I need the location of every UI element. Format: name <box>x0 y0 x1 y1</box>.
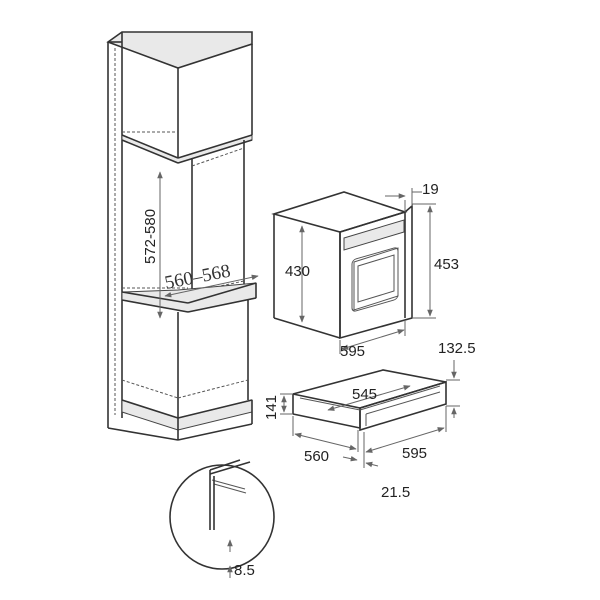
tall-cabinet <box>106 31 257 441</box>
niche-height-dimension: 572-580 <box>142 171 163 319</box>
detail-view: 8.5 <box>169 459 275 579</box>
oven-width-label: 595 <box>340 343 365 360</box>
drawer-width-label: 595 <box>402 445 427 462</box>
oven-height-label: 430 <box>285 263 310 280</box>
drawer-depth-label: 560 <box>304 448 329 465</box>
drawer-height-label: 141 <box>263 395 280 420</box>
oven-total-height-dimension: 453 <box>412 203 459 319</box>
drawer-width-dimension: 595 <box>365 406 447 462</box>
gap-label: 8.5 <box>234 562 255 579</box>
drawer-front-label: 21.5 <box>381 484 410 501</box>
front-depth-label: 19 <box>422 181 439 198</box>
drawer-inner-width-label: 545 <box>352 386 377 403</box>
oven-width-dimension: 595 <box>339 320 406 360</box>
oven-total-height-label: 453 <box>434 256 459 273</box>
drawer-offset-dimension: 132.5 <box>438 340 476 418</box>
niche-height-label: 572-580 <box>142 209 159 264</box>
drawer-depth-dimension: 560 <box>292 416 359 465</box>
drawer-inner-width-dimension: 545 <box>327 385 411 411</box>
drawer-offset-label: 132.5 <box>438 340 476 357</box>
drawer-height-dimension: 141 <box>263 393 293 420</box>
oven-height-dimension: 430 <box>285 225 310 323</box>
drawer-front-dimension: 21.5 <box>342 432 410 501</box>
front-depth-dimension: 19 <box>385 181 439 212</box>
